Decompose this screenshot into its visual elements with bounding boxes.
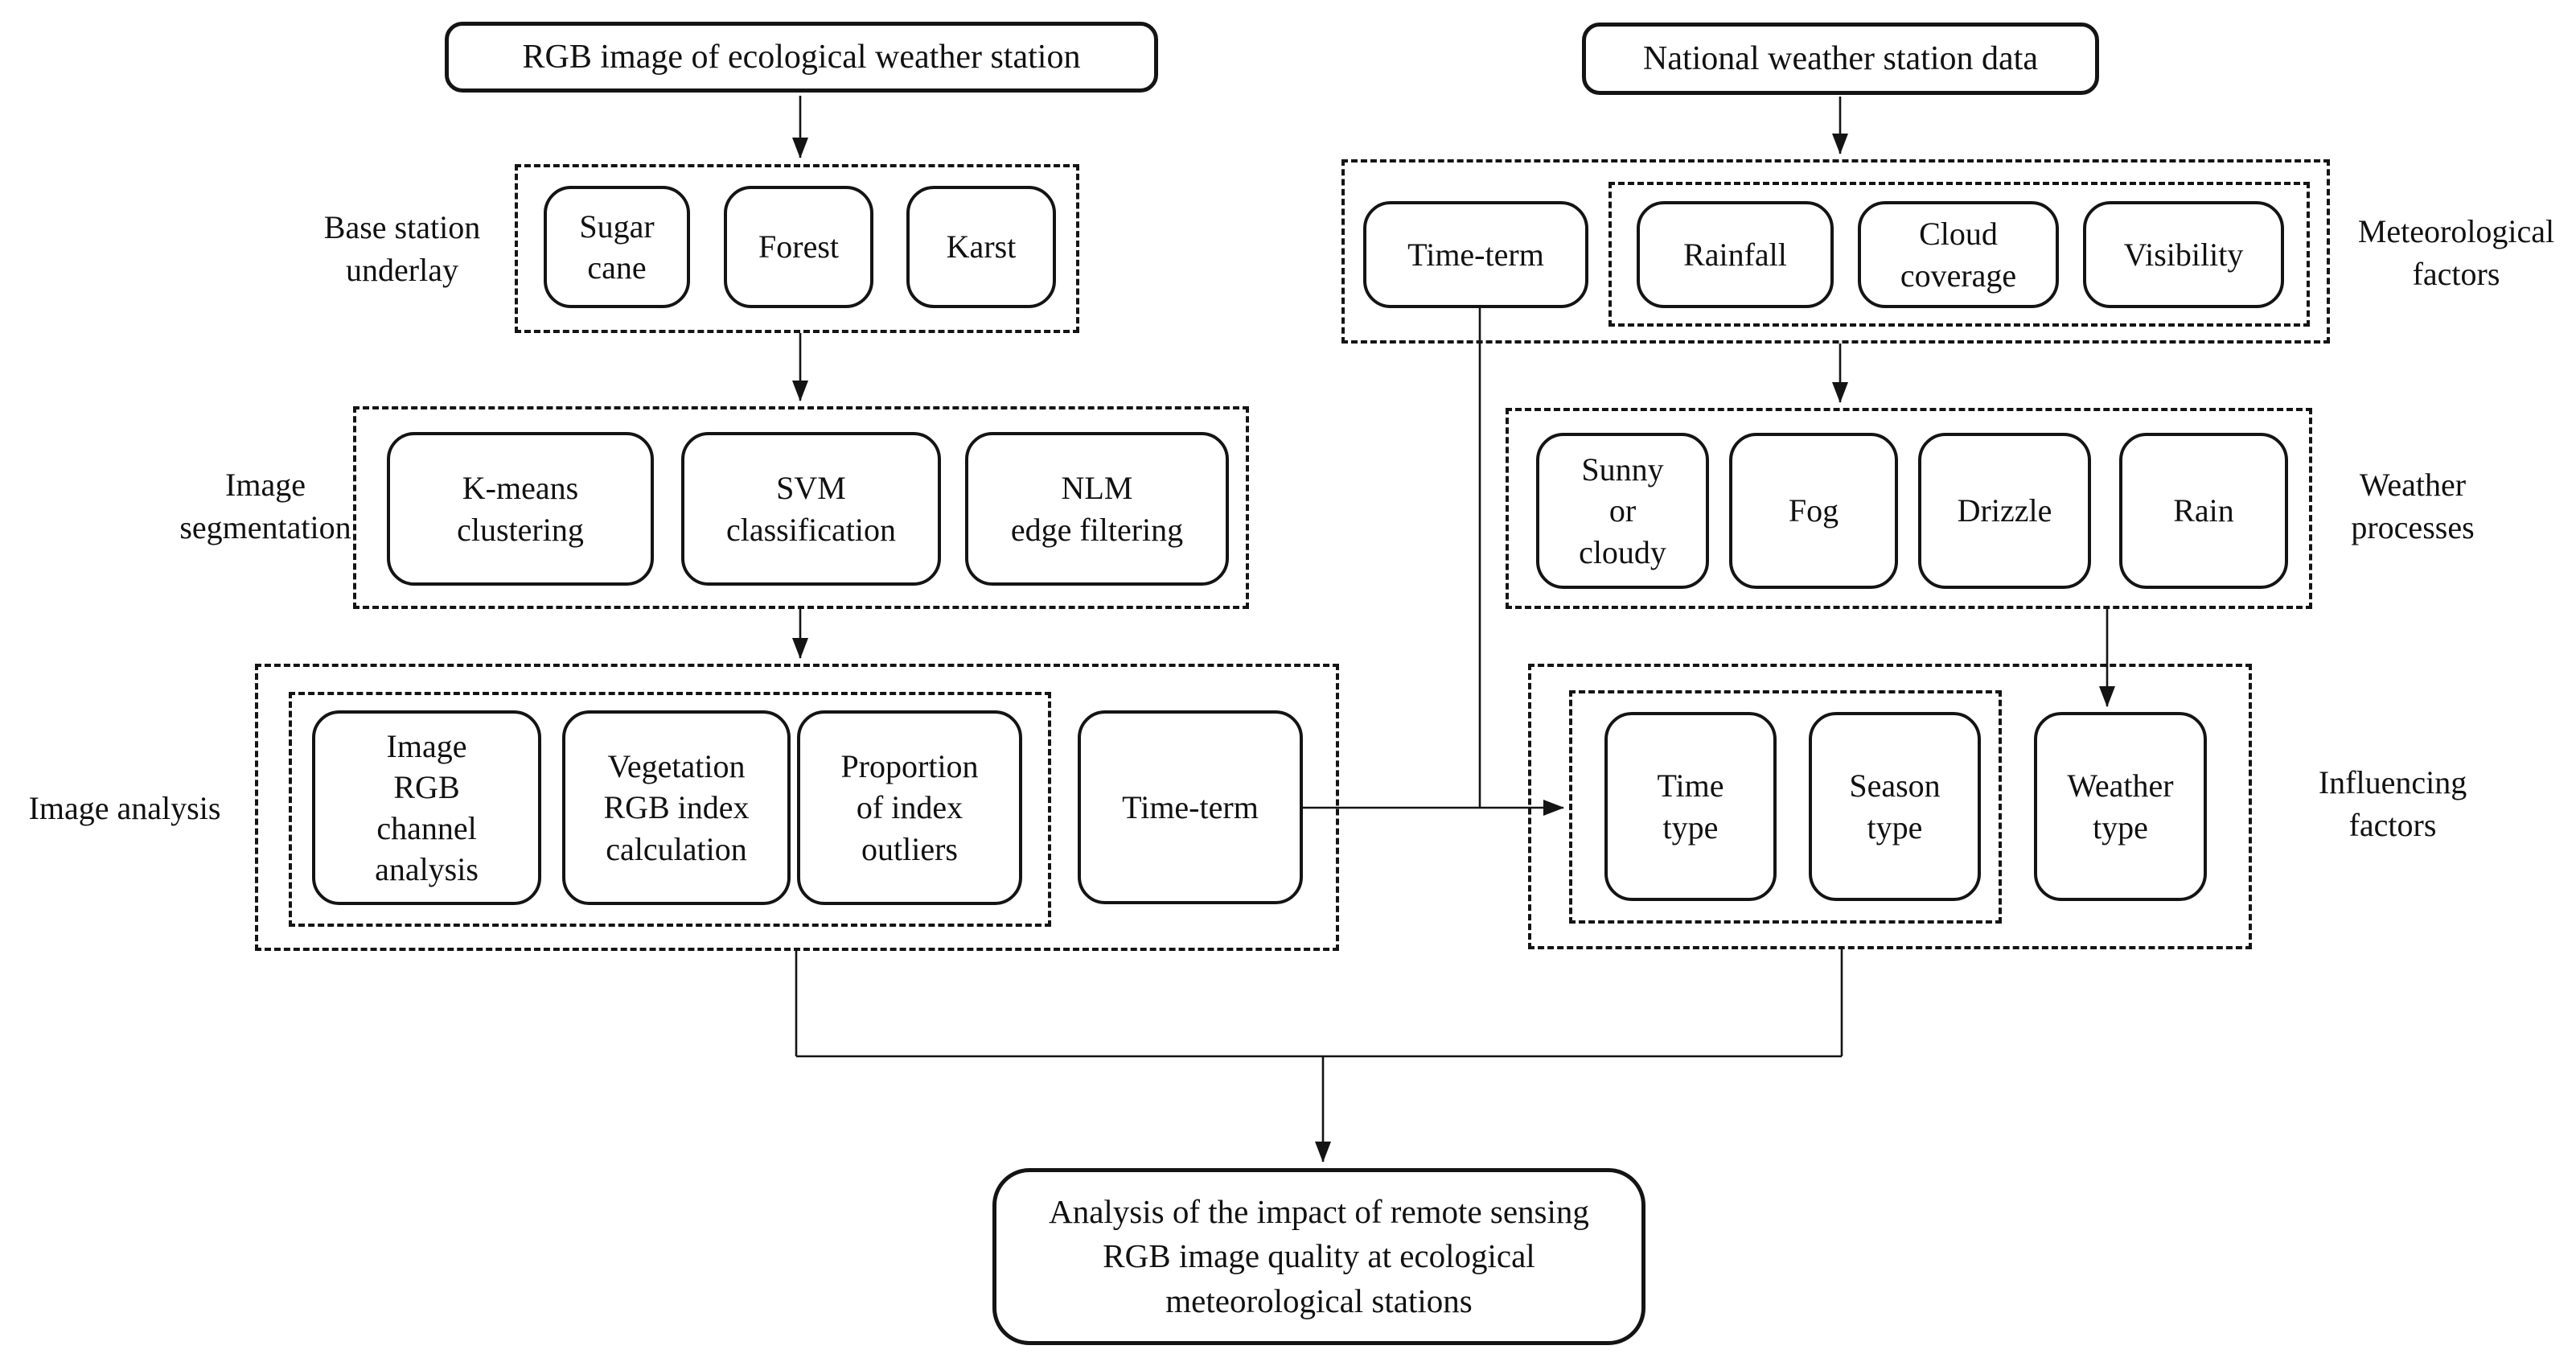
label-base-station-underlay: Base station underlay: [323, 209, 481, 288]
node-proportion-of-index-outliers: Proportion of index outliers: [797, 710, 1022, 905]
node-forest: Forest: [724, 186, 873, 308]
node-time-term-left: Time-term: [1078, 710, 1303, 904]
group-image-analysis: [255, 664, 1339, 951]
group-base-station-underlay: [515, 164, 1079, 333]
node-time-term-right: Time-term: [1363, 201, 1588, 308]
group-influencing-factors-inner: [1569, 690, 2002, 924]
node-season-type: Season type: [1809, 712, 1981, 901]
label-image-segmentation: Image segmentation: [179, 467, 351, 545]
label-meteorological-factors: Meteorological factors: [2357, 213, 2555, 292]
node-sugar-cane: Sugar cane: [544, 186, 690, 308]
node-kmeans-clustering: K-means clustering: [387, 432, 654, 586]
node-rain: Rain: [2119, 433, 2288, 589]
node-drizzle: Drizzle: [1918, 433, 2091, 589]
label-influencing-factors: Influencing factors: [2318, 764, 2467, 843]
node-visibility: Visibility: [2083, 201, 2284, 308]
node-time-type: Time type: [1604, 712, 1777, 901]
group-influencing-factors: [1528, 664, 2252, 949]
label-image-analysis: Image analysis: [28, 789, 221, 826]
node-svm-classification: SVM classification: [681, 432, 941, 586]
group-meteorological-factors-inner: [1608, 182, 2310, 327]
node-image-rgb-channel-analysis: Image RGB channel analysis: [312, 710, 541, 905]
node-result-analysis: Analysis of the impact of remote sensing…: [992, 1168, 1645, 1345]
node-karst: Karst: [906, 186, 1056, 308]
node-fog: Fog: [1729, 433, 1898, 589]
node-rainfall: Rainfall: [1637, 201, 1834, 308]
node-cloud-coverage: Cloud coverage: [1858, 201, 2059, 308]
node-sunny-or-cloudy: Sunny or cloudy: [1536, 433, 1709, 589]
group-image-segmentation: [353, 406, 1249, 609]
node-nlm-edge-filtering: NLM edge filtering: [965, 432, 1229, 586]
label-weather-processes: Weather processes: [2351, 467, 2475, 545]
node-national-weather-station-data: National weather station data: [1582, 23, 2099, 95]
node-vegetation-rgb-index-calculation: Vegetation RGB index calculation: [562, 710, 791, 905]
group-weather-processes: [1506, 408, 2312, 609]
node-rgb-image-source: RGB image of ecological weather station: [445, 22, 1158, 93]
group-image-analysis-inner: [289, 692, 1051, 927]
group-meteorological-factors: [1341, 159, 2330, 344]
node-weather-type: Weather type: [2034, 712, 2207, 901]
